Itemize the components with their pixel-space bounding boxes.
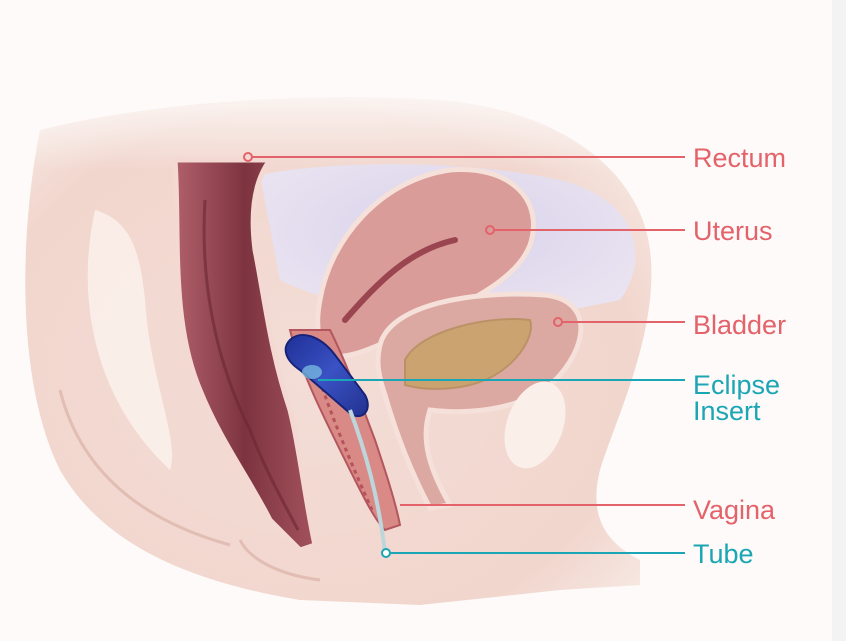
label-eclipse-line2: Insert [693, 398, 780, 424]
label-eclipse-insert: Eclipse Insert [693, 372, 780, 424]
page-edge [832, 0, 846, 641]
label-eclipse-line1: Eclipse [693, 372, 780, 398]
label-tube: Tube [693, 541, 754, 567]
label-uterus: Uterus [693, 218, 773, 244]
label-rectum: Rectum [693, 145, 786, 171]
label-bladder: Bladder [693, 312, 786, 338]
label-vagina: Vagina [693, 497, 775, 523]
